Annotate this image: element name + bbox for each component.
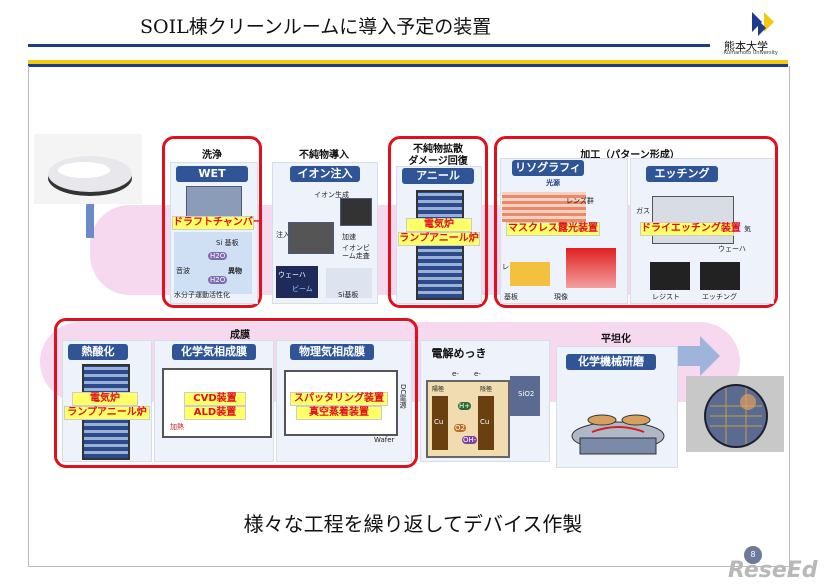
title-rule	[28, 44, 710, 47]
wafer-etch-label: ウェーハ	[718, 245, 746, 253]
wet-tag: WET	[176, 166, 248, 182]
draft-chamber-label: ドラフトチャンバー	[172, 216, 263, 230]
light-source-label: 光源	[546, 179, 560, 187]
dc-power-label: DC電源	[399, 384, 407, 409]
etched-sem-image	[700, 262, 740, 290]
developed-pattern-drawing	[566, 248, 616, 288]
anneal-electric-furnace-label: 電気炉	[406, 218, 472, 232]
electron-label-2: e-	[474, 370, 481, 378]
lens-group-label: レンズ群	[566, 197, 594, 205]
slide-title: SOIL棟クリーンルームに導入予定の装置	[140, 16, 492, 38]
wafer-beam-image	[276, 266, 318, 298]
hydrogen-ion-label: H+	[458, 402, 472, 410]
navy-rule	[28, 64, 788, 67]
anneal-lamp-furnace-label: ランプアニール炉	[398, 232, 480, 246]
water-activation-label: 水分子運動活性化	[174, 291, 230, 299]
pvd-tag: 物理気相成膜	[290, 344, 374, 360]
si-substrate-label: Si 基板	[216, 239, 239, 247]
resist-pattern-drawing	[510, 262, 550, 286]
si-substrate-implant-label: Si基板	[338, 291, 359, 299]
anneal-header-1: 不純物拡散	[413, 144, 463, 155]
lithography-tag: リソグラフィ	[512, 160, 584, 176]
ion-source-label: イオン生成	[314, 191, 349, 199]
patterned-wafer-image	[686, 376, 784, 452]
university-subtitle: Kumamoto University	[724, 50, 778, 56]
slide-frame	[28, 66, 790, 567]
contaminant-label: 異物	[228, 267, 242, 275]
electroplating-tag: 電解めっき	[431, 347, 487, 360]
page-number: 8	[744, 546, 762, 564]
etched-sem-label: エッチング	[702, 293, 737, 301]
etching-tag: エッチング	[646, 166, 718, 182]
watermark: ReseEd	[728, 558, 818, 583]
anode-label: 陽極	[432, 386, 445, 393]
gold-rule	[28, 60, 788, 64]
film-section	[54, 318, 418, 468]
electron-label-1: e-	[452, 370, 459, 378]
resist-sem-image	[650, 262, 690, 290]
injection-label: 注入	[276, 231, 290, 239]
wash-section	[162, 136, 262, 308]
thermal-electric-furnace-label: 電気炉	[72, 392, 138, 406]
cmp-machine-drawing	[571, 414, 665, 455]
water-label-top: H2O	[208, 252, 228, 260]
develop-label: 現像	[554, 293, 568, 301]
implant-header: 不純物導入	[299, 150, 349, 161]
sio2-label: SiO2	[518, 390, 535, 398]
university-name: 熊本大学	[724, 40, 768, 53]
patterning-section	[494, 136, 778, 308]
hydroxide-label: OH-	[462, 436, 478, 444]
copper-anode-label: Cu	[434, 418, 444, 426]
wafer-label: ウェーハ	[278, 271, 306, 279]
trench-fill-drawing	[510, 376, 540, 416]
cvd-device-label: CVD装置	[184, 392, 246, 406]
thermal-oxidation-tag: 熱酸化	[68, 344, 128, 360]
wash-header: 洗浄	[202, 150, 222, 161]
anneal-header-2: ダメージ回復	[408, 156, 468, 167]
exhaust-label: 気	[744, 225, 751, 233]
pvd-wafer-label: Wafer	[374, 436, 395, 444]
anneal-tag: アニール	[402, 168, 474, 184]
university-logo-icon	[752, 12, 774, 36]
dry-etch-label: ドライエッチング装置	[640, 222, 741, 236]
planarization-header: 平坦化	[601, 334, 631, 345]
cathode-label: 陰極	[480, 386, 493, 393]
thermal-lamp-furnace-label: ランプアニール炉	[64, 406, 150, 420]
cleaning-diagram	[174, 232, 252, 294]
etcher-chamber-drawing	[652, 196, 734, 244]
cvd-tag: 化学気相成膜	[172, 344, 256, 360]
cmp-tag: 化学機械研磨	[566, 354, 656, 370]
beam-label: ビーム	[292, 285, 313, 293]
lens-stack-drawing	[502, 192, 586, 222]
ion-beam-scan-label: イオンビーム走査	[342, 244, 370, 260]
substrate-label: 基板	[504, 293, 518, 301]
gas-label: ガス	[636, 207, 650, 215]
resist-sem-label: レジスト	[652, 293, 680, 301]
footer-caption: 様々な工程を繰り返してデバイス作製	[243, 512, 583, 536]
accelerate-label: 加速	[342, 233, 356, 241]
patterning-header: 加工（パターン形成）	[580, 150, 680, 161]
copper-cathode-label: Cu	[480, 418, 490, 426]
ion-implant-tag: イオン注入	[290, 166, 360, 182]
sonic-label: 音波	[176, 267, 190, 275]
sputter-device-label: スパッタリング装置	[290, 392, 388, 406]
ald-device-label: ALD装置	[184, 406, 246, 420]
cvd-chamber-drawing	[162, 368, 272, 438]
anode-electrode	[432, 396, 448, 450]
bare-wafer-image	[34, 134, 142, 204]
oxygen-label: O2	[454, 424, 466, 432]
maskless-exposure-label: マスクレス露光装置	[506, 222, 600, 236]
evaporator-device-label: 真空蒸着装置	[296, 406, 382, 420]
heater-label: 加熱	[170, 423, 184, 431]
cathode-electrode	[478, 396, 494, 450]
water-label-bottom: H2O	[208, 276, 228, 284]
anneal-section	[388, 136, 488, 308]
implanter-drawing	[288, 222, 334, 254]
film-header: 成膜	[230, 330, 250, 341]
si-substrate-implant-image	[326, 268, 372, 298]
ion-source-drawing	[340, 198, 372, 226]
